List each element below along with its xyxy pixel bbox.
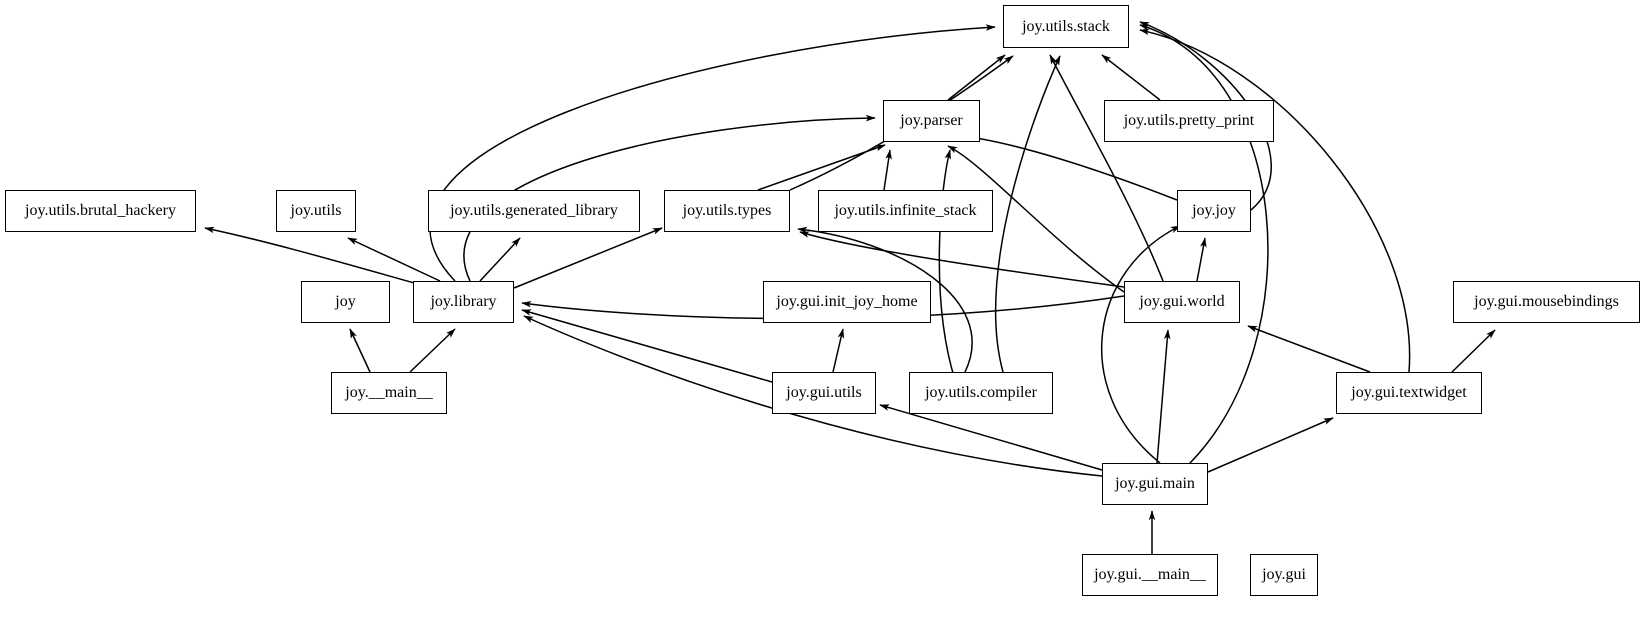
edge-joy-gui-main-to-joy-utils-stack — [1139, 24, 1269, 464]
edge-joy-library-to-joy-utils-types — [513, 227, 663, 289]
graph-node-joy-parser[interactable]: joy.parser — [883, 100, 980, 142]
graph-node-joy-joy[interactable]: joy.joy — [1177, 190, 1251, 232]
graph-node-label: joy.gui.utils — [786, 384, 862, 401]
graph-node-joy-gui-utils[interactable]: joy.gui.utils — [772, 372, 876, 414]
graph-node-label: joy.utils.pretty_print — [1123, 112, 1255, 129]
graph-node-joy-gui-main[interactable]: joy.gui.__main__ — [1082, 554, 1218, 596]
edge-joy-library-to-joy-utils-generated-library — [479, 237, 521, 282]
graph-node-joy-utils-pretty-print[interactable]: joy.utils.pretty_print — [1104, 100, 1274, 142]
edge-joy-gui-utils-to-joy-library — [521, 309, 773, 383]
graph-node-label: joy.utils.brutal_hackery — [25, 202, 176, 219]
edge-joy-utils-compiler-to-joy-parser — [938, 149, 956, 381]
edge-joy-main-to-joy — [349, 328, 371, 373]
graph-node-label: joy.gui.init_joy_home — [776, 293, 918, 310]
graph-node-joy-utils-compiler[interactable]: joy.utils.compiler — [909, 372, 1053, 414]
graph-node-joy-gui-mousebindings[interactable]: joy.gui.mousebindings — [1453, 281, 1640, 323]
graph-node-label: joy.gui.mousebindings — [1474, 293, 1619, 310]
graph-node-label: joy.library — [430, 293, 497, 310]
graph-node-label: joy.parser — [900, 112, 963, 129]
graph-node-joy-main[interactable]: joy.__main__ — [331, 372, 447, 414]
edge-joy-library-to-joy-utils — [347, 237, 441, 282]
graph-node-joy-gui-textwidget[interactable]: joy.gui.textwidget — [1336, 372, 1482, 414]
graph-node-joy-gui-init-joy-home[interactable]: joy.gui.init_joy_home — [763, 281, 931, 323]
edge-joy-gui-main-to-joy-gui-utils — [879, 404, 1103, 471]
graph-node-joy-utils[interactable]: joy.utils — [276, 190, 356, 232]
graph-node-joy-gui-world[interactable]: joy.gui.world — [1124, 281, 1240, 323]
graph-node-label: joy.gui.world — [1139, 293, 1225, 310]
edge-joy-gui-world-to-joy-joy — [1196, 237, 1207, 282]
edge-joy-library-to-joy-utils-brutal-hackery — [204, 226, 426, 287]
graph-node-label: joy.gui.__main__ — [1094, 566, 1206, 583]
graph-node-joy-utils-types[interactable]: joy.utils.types — [664, 190, 790, 232]
graph-node-joy-utils-infinite-stack[interactable]: joy.utils.infinite_stack — [818, 190, 993, 232]
edge-joy-gui-world-to-joy-utils-types — [799, 231, 1125, 288]
edge-joy-library-to-joy-utils-stack — [429, 24, 996, 282]
graph-node-label: joy.gui.textwidget — [1351, 384, 1467, 401]
graph-node-label: joy.utils.types — [682, 202, 772, 219]
graph-node-label: joy.gui.main — [1115, 475, 1195, 492]
graph-node-joy-utils-brutal-hackery[interactable]: joy.utils.brutal_hackery — [5, 190, 196, 232]
graph-node-label: joy.utils.compiler — [925, 384, 1037, 401]
graph-node-label: joy.utils.stack — [1022, 17, 1110, 35]
graph-node-joy[interactable]: joy — [301, 281, 390, 323]
edge-joy-gui-main-to-joy-gui-textwidget — [1207, 417, 1334, 473]
edge-joy-utils-pretty-print-to-joy-utils-stack — [1101, 54, 1161, 101]
graph-node-label: joy.__main__ — [345, 384, 433, 401]
edge-joy-main-to-joy-library — [409, 328, 456, 373]
edge-joy-parser-to-joy-utils-stack — [947, 54, 1006, 101]
graph-node-label: joy.joy — [1192, 202, 1236, 219]
graph-node-label: joy.utils.generated_library — [450, 202, 618, 219]
graph-node-label: joy.utils.infinite_stack — [834, 202, 977, 219]
edge-joy-utils-types-to-joy-parser — [757, 144, 886, 191]
graph-node-joy-utils-stack[interactable]: joy.utils.stack — [1003, 5, 1129, 48]
edge-joy-gui-textwidget-to-joy-gui-mousebindings — [1451, 329, 1496, 373]
edge-joy-utils-infinite-stack-to-joy-parser — [883, 149, 892, 191]
edge-joy-gui-main-to-joy-joy — [1101, 225, 1181, 464]
edge-joy-gui-textwidget-to-joy-gui-world — [1247, 325, 1371, 373]
edge-joy-gui-world-to-joy-utils-stack — [1049, 54, 1164, 282]
graph-node-joy-gui-main[interactable]: joy.gui.main — [1102, 463, 1208, 505]
graph-node-label: joy — [335, 293, 356, 310]
graph-node-label: joy.gui — [1262, 566, 1306, 583]
graph-node-label: joy.utils — [290, 202, 342, 219]
graph-node-joy-utils-generated-library[interactable]: joy.utils.generated_library — [428, 190, 640, 232]
edge-joy-gui-main-to-joy-gui-world — [1156, 329, 1171, 464]
graph-node-joy-gui[interactable]: joy.gui — [1250, 554, 1318, 596]
graph-node-joy-library[interactable]: joy.library — [413, 281, 514, 323]
edge-joy-utils-compiler-to-joy-utils-stack — [995, 55, 1061, 373]
edge-joy-gui-utils-to-joy-gui-init-joy-home — [832, 328, 845, 373]
